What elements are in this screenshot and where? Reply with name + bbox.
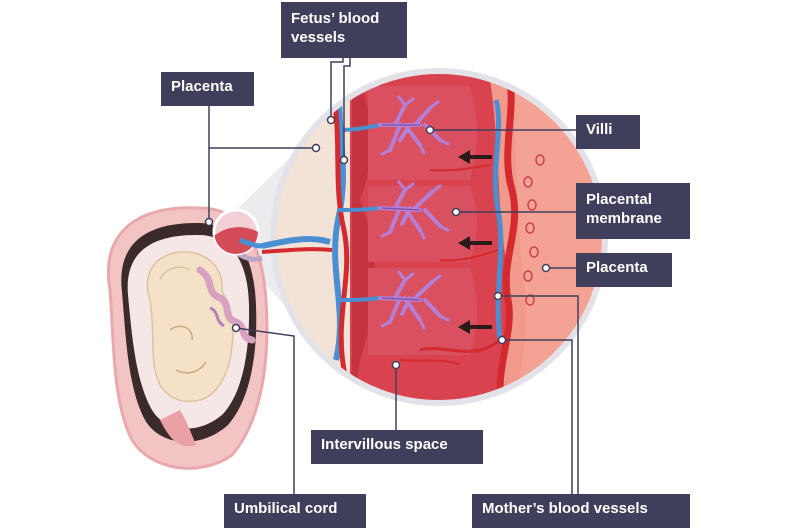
label-villi: Villi — [576, 115, 640, 149]
diffusion-arrow-2 — [458, 236, 492, 250]
label-fetus-line-1: Fetus’ blood — [291, 10, 380, 27]
intervillous-pocket-1 — [368, 86, 477, 180]
label-membrane-line-1: Placental — [586, 191, 652, 208]
label-fetus-line-2: vessels — [291, 29, 346, 46]
villus-2 — [378, 180, 450, 240]
maternal-vessel — [496, 71, 519, 401]
leader-dots — [204, 115, 551, 370]
label-membrane-line-2: membrane — [586, 210, 662, 227]
label-mothers-blood-vessels: Mother’s blood vessels — [472, 494, 690, 528]
umbilical-vessels — [239, 236, 333, 254]
label-placenta-right: Placenta — [576, 253, 672, 287]
diffusion-arrow-3 — [458, 320, 492, 334]
leader-lines — [208, 58, 579, 494]
diffusion-arrow-1 — [458, 150, 492, 164]
label-placental-membrane: Placental membrane — [576, 183, 690, 239]
label-placenta-left: Placenta — [161, 72, 254, 106]
label-fetus-blood-vessels: Fetus’ blood vessels — [281, 2, 407, 58]
fetus — [146, 251, 234, 402]
intervillous-pocket-2 — [368, 186, 477, 262]
fetal-vessel-red — [327, 79, 350, 381]
intervillous-pocket-3 — [368, 268, 477, 355]
label-umbilical-cord: Umbilical cord — [224, 494, 366, 528]
label-intervillous-space: Intervillous space — [311, 430, 483, 464]
